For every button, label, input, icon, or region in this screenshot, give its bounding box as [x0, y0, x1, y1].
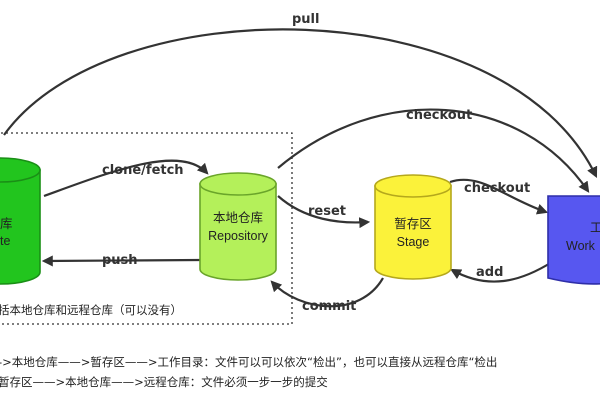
push-label: push	[102, 253, 138, 268]
local-repository-line1: 本地仓库	[213, 210, 263, 225]
remote-repository-line1: 库	[0, 216, 13, 231]
workspace-shape	[547, 195, 600, 285]
remote-repository-line2: te	[0, 234, 10, 248]
stage-line2: Stage	[397, 235, 430, 249]
stage-body	[374, 185, 452, 280]
local-repository-body	[199, 183, 277, 281]
checkout-mid-arrow	[449, 178, 549, 215]
workspace-line1: 工	[590, 221, 600, 235]
push-arrow	[41, 255, 201, 267]
commit-arrow	[270, 277, 384, 308]
checkout-top-label: checkout	[406, 108, 472, 123]
clone-fetch-label: clone/fetch	[102, 163, 184, 178]
reset-arrow	[277, 195, 371, 229]
remote-repository-body	[0, 169, 41, 285]
stage-top	[374, 174, 452, 198]
clone-fetch-arrow	[43, 159, 209, 198]
pull-label: pull	[292, 12, 319, 27]
remote-repository-top	[0, 157, 41, 183]
add-arrow	[450, 261, 553, 283]
checkout-mid-label: checkout	[464, 181, 530, 196]
stage-line1: 暂存区	[394, 217, 432, 231]
pull-arrow	[3, 28, 598, 178]
workspace-line2: Work	[566, 239, 596, 253]
add-label: add	[476, 265, 503, 280]
note-line-2: 暂存区——>本地仓库——>远程仓库：文件必须一步一步的提交	[0, 375, 328, 389]
local-repository-top	[199, 172, 277, 196]
checkout-top-arrow	[277, 108, 590, 193]
repository-group-label: 括本地仓库和远程仓库（可以没有）	[0, 303, 182, 317]
stage-node: 暂存区 Stage	[374, 174, 452, 280]
reset-label: reset	[308, 204, 346, 219]
local-repository-node: 本地仓库 Repository	[199, 172, 277, 281]
workspace-node: 工 Work	[547, 195, 600, 285]
repository-group-box	[0, 132, 293, 325]
commit-label: commit	[302, 299, 356, 314]
remote-repository-node: 库 te	[0, 157, 41, 285]
note-line-1: ->本地仓库——>暂存区——>工作目录：文件可以可以依次“检出”，也可以直接从远…	[0, 355, 497, 369]
local-repository-line2: Repository	[208, 229, 268, 243]
